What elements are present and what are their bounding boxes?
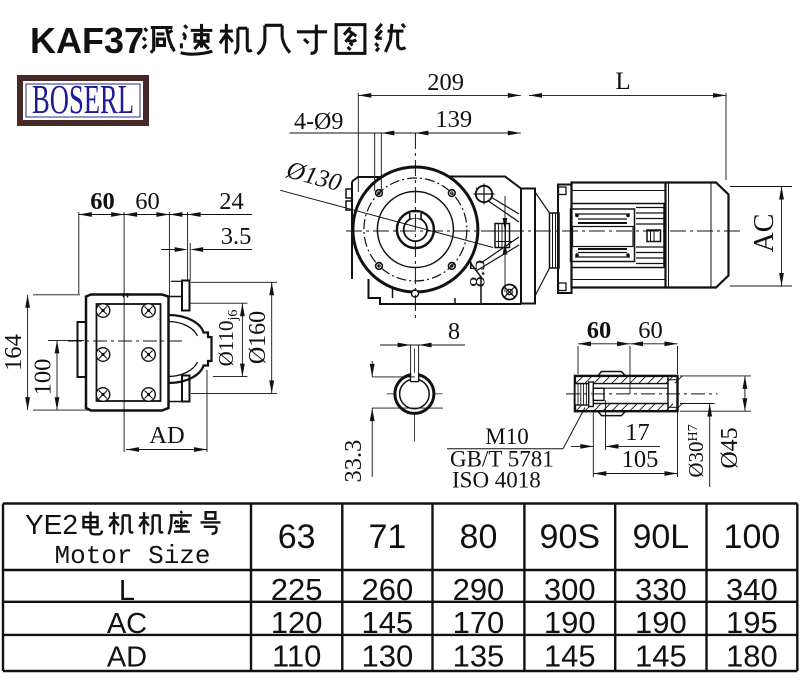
svg-text:YE2: YE2 xyxy=(25,509,78,540)
svg-text:100: 100 xyxy=(30,359,57,396)
svg-text:170: 170 xyxy=(453,605,505,640)
svg-text:209: 209 xyxy=(427,69,464,96)
svg-text:Ø45: Ø45 xyxy=(717,427,743,468)
svg-text:145: 145 xyxy=(635,639,687,674)
svg-text:3.5: 3.5 xyxy=(221,223,252,250)
svg-text:195: 195 xyxy=(726,605,778,640)
svg-text:340: 340 xyxy=(726,572,778,607)
svg-text:290: 290 xyxy=(453,572,505,607)
svg-text:63: 63 xyxy=(278,518,316,556)
svg-text:Motor Size: Motor Size xyxy=(54,541,210,571)
svg-text:L: L xyxy=(119,575,135,607)
svg-text:8.5: 8.5 xyxy=(465,260,490,288)
svg-text:120: 120 xyxy=(271,605,323,640)
svg-text:AD: AD xyxy=(107,642,147,674)
svg-text:145: 145 xyxy=(544,639,596,674)
svg-text:Ø160: Ø160 xyxy=(245,311,271,364)
svg-text:100: 100 xyxy=(724,518,781,556)
svg-text:71: 71 xyxy=(368,518,406,556)
svg-text:225: 225 xyxy=(271,572,323,607)
svg-text:190: 190 xyxy=(544,605,596,640)
svg-text:AC: AC xyxy=(107,608,147,640)
svg-text:330: 330 xyxy=(635,572,687,607)
svg-text:135: 135 xyxy=(453,639,505,674)
svg-text:90S: 90S xyxy=(540,518,601,556)
svg-text:AD: AD xyxy=(149,422,184,449)
svg-text:17: 17 xyxy=(625,419,650,446)
svg-text:190: 190 xyxy=(635,605,687,640)
svg-text:BOSERL: BOSERL xyxy=(32,76,134,122)
svg-text:80: 80 xyxy=(460,518,498,556)
svg-text:260: 260 xyxy=(362,572,414,607)
svg-text:60: 60 xyxy=(135,188,160,215)
svg-text:L: L xyxy=(615,68,630,95)
svg-text:33.3: 33.3 xyxy=(340,440,367,483)
svg-text:300: 300 xyxy=(544,572,596,607)
svg-text:60: 60 xyxy=(587,317,612,344)
svg-text:24: 24 xyxy=(219,188,244,215)
svg-text:164: 164 xyxy=(0,334,27,371)
svg-text:KAF37: KAF37 xyxy=(30,20,144,61)
svg-text:105: 105 xyxy=(622,446,659,473)
svg-text:8: 8 xyxy=(448,318,460,345)
svg-text:139: 139 xyxy=(435,106,472,133)
svg-text:ISO 4018: ISO 4018 xyxy=(452,468,541,493)
svg-text:GB/T 5781: GB/T 5781 xyxy=(450,447,554,472)
svg-text:130: 130 xyxy=(362,639,414,674)
svg-text:110: 110 xyxy=(272,639,321,674)
svg-text:M10: M10 xyxy=(485,424,528,449)
svg-text:4-Ø9: 4-Ø9 xyxy=(294,109,343,135)
svg-text:60: 60 xyxy=(90,188,115,215)
svg-text:60: 60 xyxy=(638,317,663,344)
svg-text:180: 180 xyxy=(726,639,778,674)
svg-text:90L: 90L xyxy=(632,518,689,556)
svg-text:145: 145 xyxy=(362,605,414,640)
svg-text:AC: AC xyxy=(749,214,780,253)
